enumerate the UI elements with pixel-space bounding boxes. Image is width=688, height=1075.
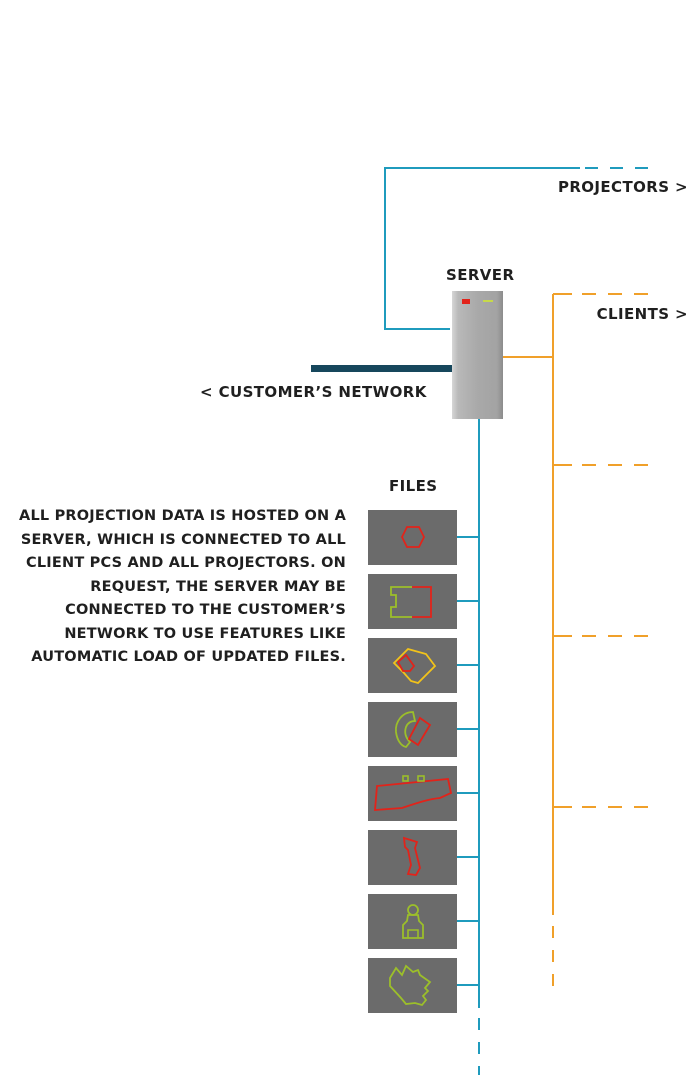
server-tower [452, 291, 503, 419]
hook-shape-icon [395, 711, 432, 748]
zigzag-shape-icon [389, 964, 432, 1007]
panel-shape-icon [374, 775, 453, 811]
customer-network-label: < CUSTOMER’S NETWORK [200, 383, 427, 401]
file-tile-hexagon [368, 510, 457, 565]
file-tile-clamp [368, 574, 457, 629]
files-label: FILES [389, 477, 438, 495]
clients-label: CLIENTS > [596, 305, 688, 323]
file-tile-figure [368, 894, 457, 949]
description-text: ALL PROJECTION DATA IS HOSTED ON A SERVE… [19, 508, 346, 665]
hexagon-icon [400, 526, 426, 548]
file-tile-bracket [368, 830, 457, 885]
server-logo-icon [462, 299, 470, 304]
file-tile-zigzag [368, 958, 457, 1013]
bracket-shape-icon [402, 836, 421, 876]
clamp-shape-icon [390, 586, 432, 618]
file-tile-shield [368, 638, 457, 693]
server-label: SERVER [446, 266, 515, 284]
server-status-light [483, 300, 493, 302]
client-branches [553, 293, 648, 808]
figure-shape-icon [402, 904, 424, 939]
file-branches [457, 536, 479, 986]
shield-shape-icon [392, 647, 437, 685]
file-tile-panel [368, 766, 457, 821]
customer-network-bar [311, 365, 452, 372]
projector-connection-line [384, 167, 580, 330]
projectors-label: PROJECTORS > [557, 178, 688, 196]
file-tile-hook [368, 702, 457, 757]
